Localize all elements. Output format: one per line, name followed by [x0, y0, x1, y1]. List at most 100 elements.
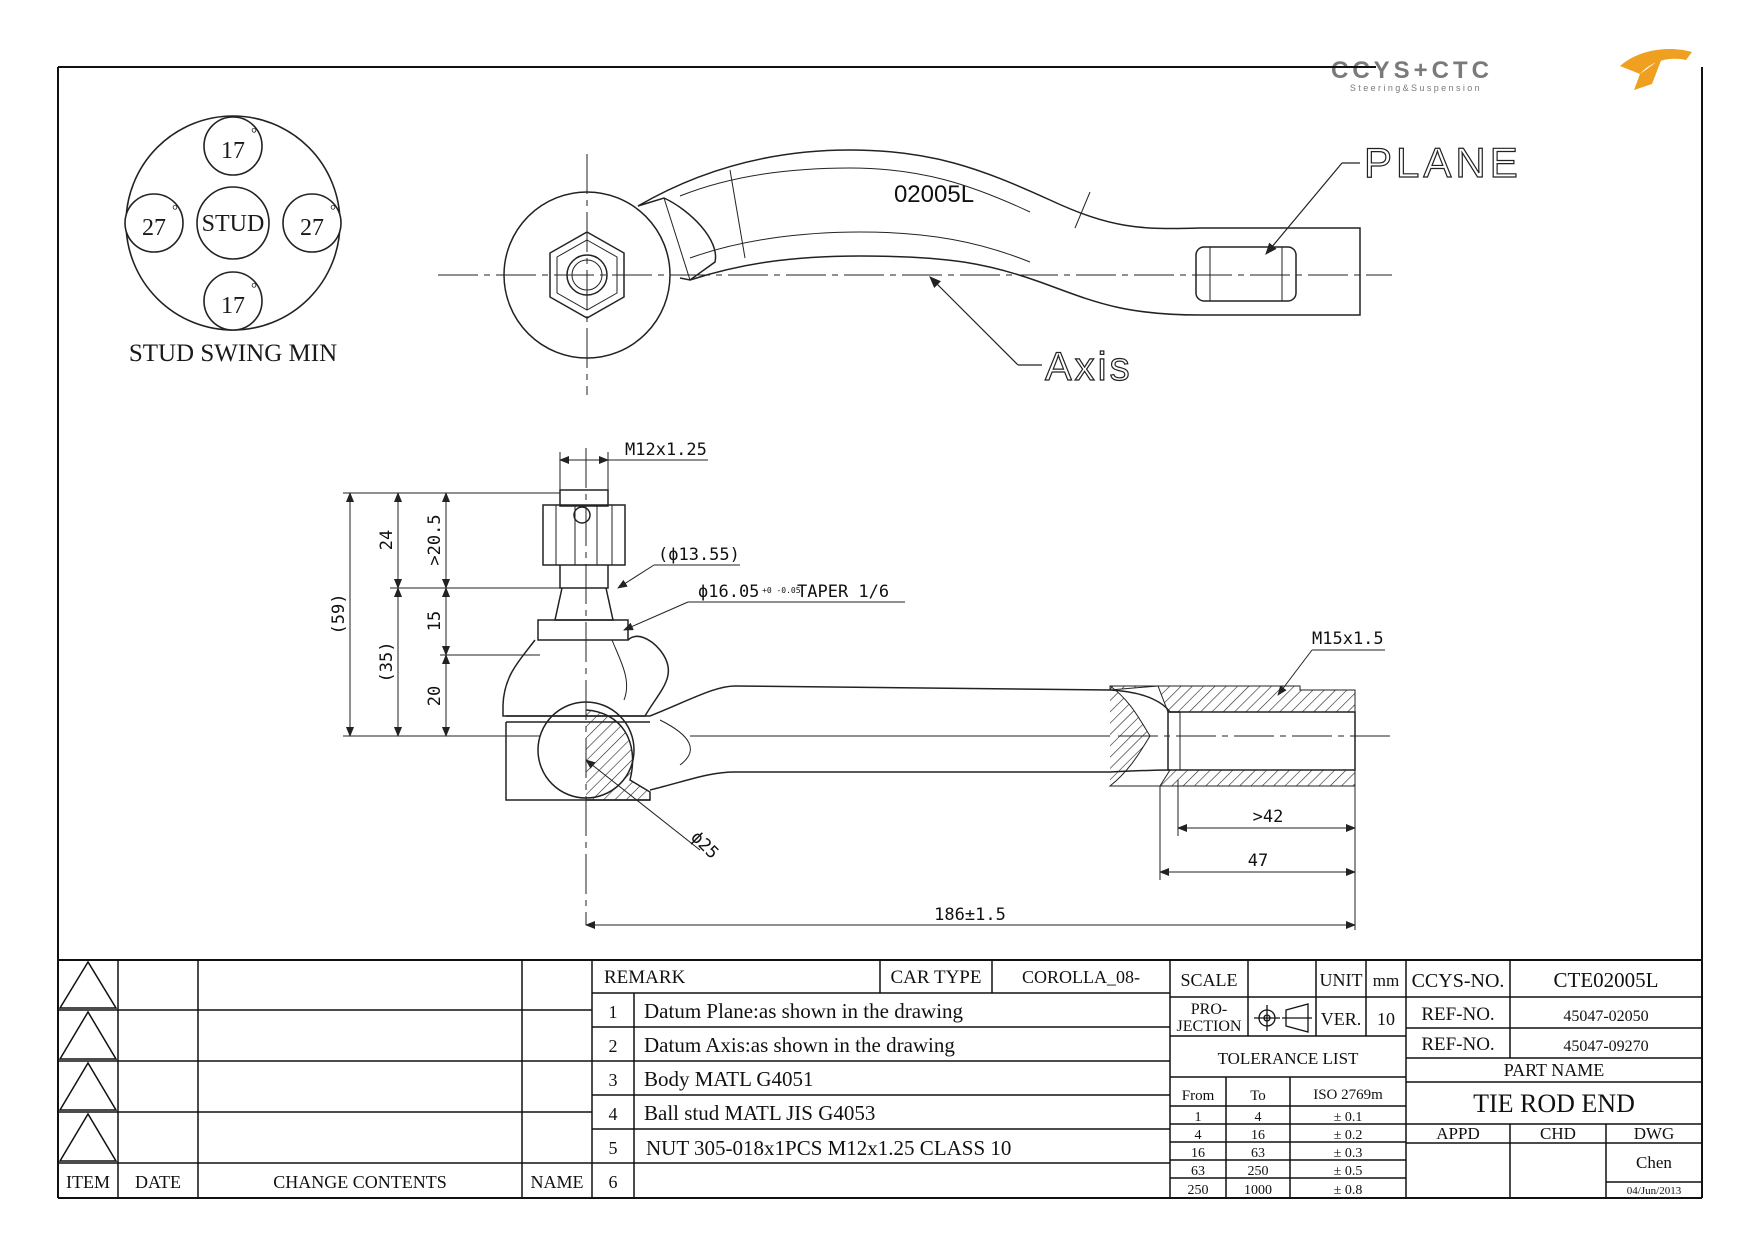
plane-label: PLANE [1364, 139, 1522, 186]
dwg-date: 04/Jun/2013 [1627, 1185, 1682, 1197]
dim-d1355: (ϕ13.55) [658, 545, 740, 565]
swing-top-degree: ° [251, 126, 257, 142]
rev-header-item: ITEM [66, 1172, 110, 1192]
projection-symbol-icon [1254, 1003, 1312, 1033]
tol-to-1: 4 [1255, 1110, 1262, 1125]
remark-header: REMARK [604, 967, 686, 988]
ver-value: 10 [1377, 1009, 1395, 1029]
swing-left-value: 27 [142, 215, 166, 241]
tol-to-2: 16 [1251, 1128, 1265, 1143]
tol-from-1: 1 [1195, 1110, 1202, 1125]
dim-59: (59) [329, 594, 349, 635]
tol-from-5: 250 [1188, 1183, 1209, 1198]
remark-text-2: Datum Axis:as shown in the drawing [644, 1033, 955, 1057]
dim-47: 47 [1248, 851, 1268, 871]
title-block-grid [58, 960, 1702, 1198]
unit-label: UNIT [1320, 970, 1363, 990]
remark-no-1: 1 [609, 1002, 618, 1022]
side-view-dimensions: M12x1.25 (ϕ13.55) ϕ16.05 +0 -0.05 TAPER … [329, 440, 1384, 925]
projection-label-1: PRO- [1191, 1001, 1227, 1018]
remark-no-2: 2 [609, 1036, 618, 1056]
appd-label: APPD [1436, 1124, 1479, 1143]
swing-left-degree: ° [172, 203, 178, 219]
swing-right-circle [282, 193, 342, 253]
tol-from-4: 63 [1191, 1164, 1205, 1179]
tol-val-2: ± 0.2 [1334, 1128, 1363, 1143]
tol-from-2: 4 [1195, 1128, 1202, 1143]
rev-header-name: NAME [531, 1172, 584, 1192]
dwg-name: Chen [1636, 1153, 1672, 1172]
part-mark-label: 02005L [894, 181, 974, 208]
car-type-label: CAR TYPE [891, 967, 982, 988]
dim-taper-tol: +0 -0.05 [762, 586, 801, 595]
dim-24: 24 [377, 530, 397, 550]
swing-bottom-value: 17 [221, 293, 245, 319]
remark-no-5: 5 [609, 1138, 618, 1158]
logo-swoosh-icon [1620, 48, 1692, 90]
part-name-label: PART NAME [1504, 1060, 1604, 1080]
tol-to-3: 63 [1251, 1146, 1265, 1161]
ref-no-1-label: REF-NO. [1421, 1004, 1494, 1025]
swing-center-circle [196, 186, 270, 260]
logo-tagline: Steering&Suspension [1350, 83, 1482, 93]
part-name-value: TIE ROD END [1473, 1089, 1635, 1118]
rev-header-change: CHANGE CONTENTS [273, 1172, 447, 1192]
dim-42: >42 [1253, 807, 1284, 827]
dim-15: 15 [425, 611, 445, 631]
dim-186: 186±1.5 [934, 905, 1006, 925]
swing-top-circle [203, 116, 263, 176]
remark-text-4: Ball stud MATL JIS G4053 [644, 1101, 875, 1125]
remark-text-5: NUT 305-018x1PCS M12x1.25 CLASS 10 [646, 1136, 1011, 1160]
ver-label: VER. [1321, 1009, 1362, 1029]
dim-20: 20 [425, 686, 445, 706]
remark-no-3: 3 [609, 1070, 618, 1090]
tol-val-1: ± 0.1 [1334, 1110, 1363, 1125]
tol-val-4: ± 0.5 [1334, 1164, 1363, 1179]
swing-bottom-degree: ° [251, 281, 257, 297]
ccys-no-label: CCYS-NO. [1412, 970, 1505, 992]
swing-top-value: 17 [221, 138, 245, 164]
title-block-text: ITEM DATE CHANGE CONTENTS NAME REMARK CA… [66, 967, 1682, 1198]
dwg-label: DWG [1634, 1124, 1675, 1143]
tol-from-3: 16 [1191, 1146, 1205, 1161]
logo-wordmark: CCYS+CTC [1331, 57, 1493, 84]
ref-no-2-label: REF-NO. [1421, 1034, 1494, 1055]
tol-to-5: 1000 [1244, 1183, 1272, 1198]
side-view [343, 448, 1392, 930]
dim-205: >20.5 [425, 514, 445, 565]
dim-d25: ϕ25 [686, 827, 722, 863]
top-view [438, 149, 1392, 395]
ref-no-1-value: 45047-02050 [1563, 1008, 1648, 1025]
dim-35: (35) [377, 642, 397, 683]
tol-header-to: To [1250, 1088, 1266, 1104]
tol-header-from: From [1182, 1088, 1215, 1104]
company-logo: CCYS+CTC Steering&Suspension [1331, 48, 1692, 93]
dim-m15: M15x1.5 [1312, 629, 1384, 649]
stud-swing-caption: STUD SWING MIN [129, 340, 337, 367]
remark-text-3: Body MATL G4051 [644, 1067, 814, 1091]
ref-no-2-value: 45047-09270 [1563, 1038, 1648, 1055]
dim-m12: M12x1.25 [625, 440, 707, 460]
tol-to-4: 250 [1248, 1164, 1269, 1179]
tol-val-5: ± 0.8 [1334, 1183, 1363, 1198]
unit-value: mm [1373, 971, 1399, 990]
scale-label: SCALE [1180, 970, 1237, 990]
chd-label: CHD [1540, 1124, 1576, 1143]
dim-taper-text: TAPER 1/6 [797, 582, 889, 602]
remark-no-6: 6 [609, 1172, 618, 1192]
tolerance-title: TOLERANCE LIST [1218, 1049, 1359, 1068]
dim-taper-base: ϕ16.05 [698, 582, 759, 602]
remark-no-4: 4 [609, 1104, 618, 1124]
swing-right-value: 27 [300, 215, 324, 241]
swing-left-circle [124, 193, 184, 253]
axis-label: Axis [1045, 345, 1133, 389]
tol-val-3: ± 0.3 [1334, 1146, 1363, 1161]
swing-center-label: STUD [202, 211, 265, 237]
stud-swing-diagram [124, 115, 342, 331]
ccys-no-value: CTE02005L [1554, 968, 1659, 992]
rev-header-date: DATE [135, 1172, 181, 1192]
projection-label-2: JECTION [1177, 1018, 1242, 1035]
stud-swing-labels: 17 ° 17 ° 27 ° 27 ° STUD STUD SWING MIN [129, 126, 337, 367]
tol-header-std: ISO 2769m [1313, 1087, 1383, 1103]
